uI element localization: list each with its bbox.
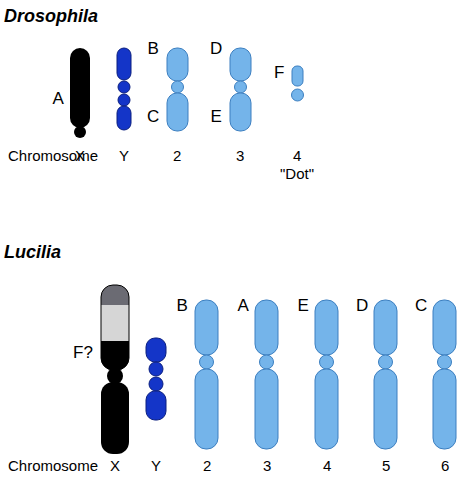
arm-letter: F? [73,344,93,361]
arm-letter: D [356,297,368,314]
chromosome-number: 4 [293,148,301,163]
arm-letter: A [53,90,64,107]
y-chromosome [146,338,166,420]
chromosome-number: X [110,458,120,473]
autosome [167,48,304,131]
arm-letter: C [415,297,427,314]
genus-title: Drosophila [4,7,98,25]
x-chromosome [70,48,90,138]
genus-title: Lucilia [4,243,61,261]
arm-letter: B [177,297,188,314]
x-chromosome [101,285,129,454]
chromosome-number: X [75,148,85,163]
chromosome-number: Y [119,148,129,163]
chromosome-number: 5 [382,458,390,473]
y-chromosome [117,48,131,130]
arm-letter: B [148,40,159,57]
chromosome-number: 2 [203,458,211,473]
chromosome-number: 4 [323,458,331,473]
chromosome-number: Y [151,458,161,473]
chromosome-number: 3 [263,458,271,473]
chromosome-number: 6 [441,458,449,473]
arm-letter: E [211,108,222,125]
chromosome-number: 3 [236,148,244,163]
arm-letter: C [147,108,159,125]
chromosome-nickname: "Dot" [280,166,314,181]
arm-letter: E [298,297,309,314]
row-label: Chromosome [8,458,98,473]
arm-letter: F [274,64,284,81]
arm-letter: A [238,297,249,314]
arm-letter: D [210,40,222,57]
autosome [195,300,456,449]
chromosome-number: 2 [173,148,181,163]
